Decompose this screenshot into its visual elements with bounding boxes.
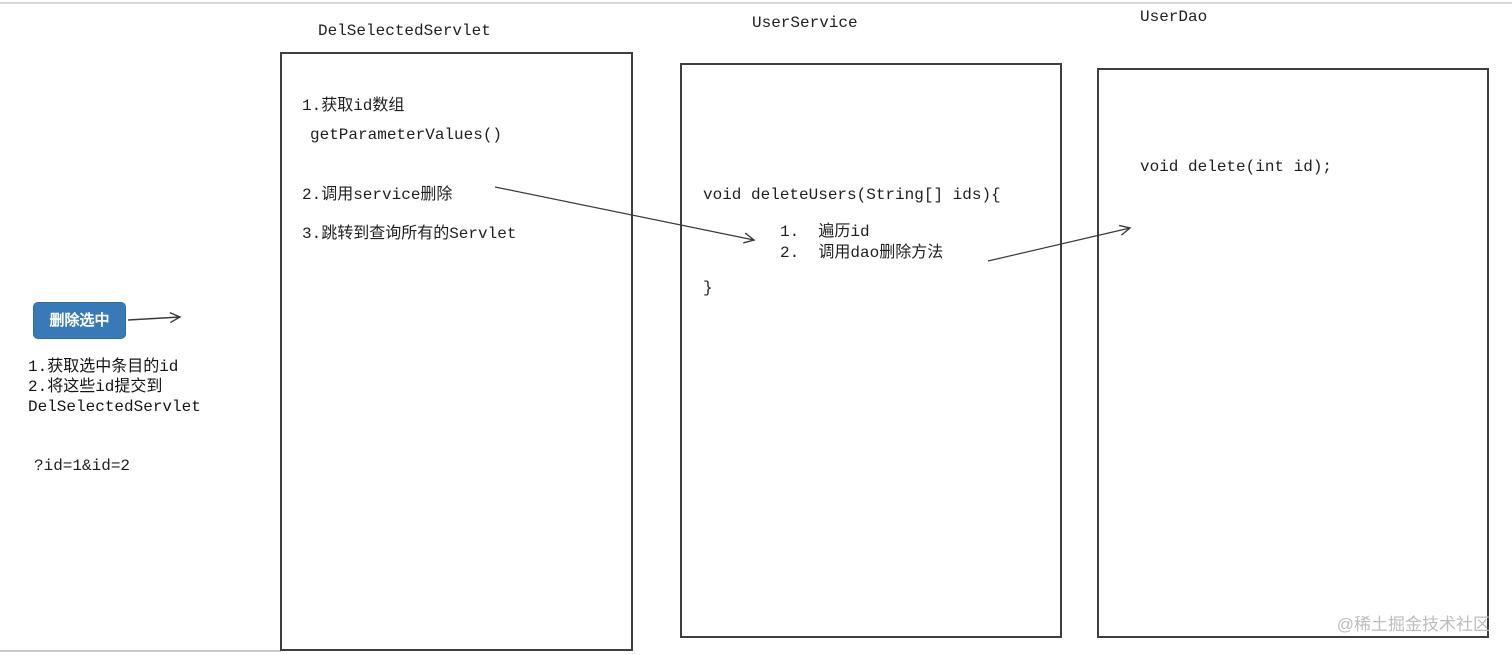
delete-selected-button[interactable]: 删除选中 — [33, 302, 126, 339]
note-submit-ids: 2.将这些id提交到 — [28, 378, 163, 396]
service-step-iterate-ids: 1. 遍历id — [780, 223, 870, 241]
box-title-userservice: UserService — [752, 14, 858, 32]
box-delselectedservlet — [280, 52, 633, 651]
arrow-button-to-servlet — [127, 311, 182, 324]
servlet-step-call-service: 2.调用service删除 — [302, 186, 453, 204]
watermark: @稀土掘金技术社区 — [1336, 615, 1490, 634]
dao-method-signature: void delete(int id); — [1140, 158, 1333, 176]
servlet-code-getparametervalues: getParameterValues() — [310, 126, 503, 144]
box-title-delselectedservlet: DelSelectedServlet — [318, 22, 491, 40]
service-method-closing-brace: } — [703, 279, 713, 297]
service-step-call-dao: 2. 调用dao删除方法 — [780, 244, 944, 262]
top-divider — [0, 2, 1512, 4]
query-string-example: ?id=1&id=2 — [34, 457, 131, 475]
box-userservice — [680, 63, 1062, 638]
servlet-step-get-id-array: 1.获取id数组 — [302, 97, 405, 115]
box-title-userdao: UserDao — [1140, 8, 1208, 26]
note-target-servlet: DelSelectedServlet — [28, 398, 201, 416]
servlet-step-redirect: 3.跳转到查询所有的Servlet — [302, 225, 517, 243]
service-method-signature: void deleteUsers(String[] ids){ — [703, 186, 1001, 204]
note-get-selected-ids: 1.获取选中条目的id — [28, 358, 179, 376]
box-userdao — [1097, 68, 1489, 638]
bottom-left-divider — [0, 650, 281, 652]
